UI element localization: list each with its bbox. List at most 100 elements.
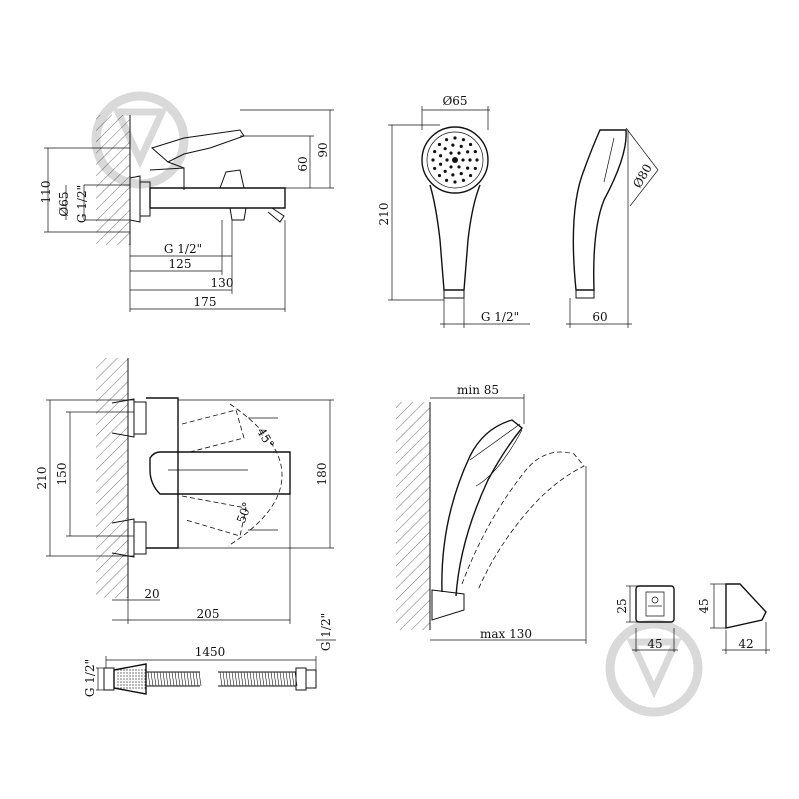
- hose-coil-line: [291, 671, 295, 687]
- dim-bracket-25: 25: [615, 598, 629, 613]
- hose-coil-line: [243, 671, 247, 687]
- nozzle-dot: [449, 165, 453, 169]
- cone-dot: [129, 672, 131, 674]
- hose-coil-line: [294, 671, 298, 687]
- cone-dot: [129, 675, 131, 677]
- mixer-side-view: [96, 115, 286, 245]
- cone-dot: [117, 669, 119, 671]
- cone-dot: [126, 675, 128, 677]
- hose-coil-line: [147, 671, 151, 687]
- cone-dot: [117, 675, 119, 677]
- cone-dot: [132, 675, 134, 677]
- hose-coil-line: [219, 671, 223, 687]
- cone-dot: [135, 675, 137, 677]
- nozzle-dot: [459, 172, 463, 176]
- cone-dot: [135, 669, 137, 671]
- cone-dot: [141, 675, 143, 677]
- dim-front-205: 205: [197, 607, 220, 621]
- cone-dot: [138, 687, 140, 689]
- nozzle-dot: [457, 151, 461, 155]
- nozzle-dot: [457, 165, 461, 169]
- dim-shower-depth: 60: [592, 310, 607, 324]
- dim-front-210: 210: [35, 467, 49, 490]
- dim-front-150: 150: [55, 463, 69, 486]
- dim-angle-45: 45°: [254, 425, 277, 450]
- dim-130: 130: [211, 276, 234, 290]
- cone-dot: [135, 672, 137, 674]
- cone-dot: [138, 669, 140, 671]
- dim-shower-thread: G 1/2": [481, 310, 519, 324]
- cone-dot: [129, 681, 131, 683]
- hose-coil-line: [261, 671, 265, 687]
- cone-dot: [120, 681, 122, 683]
- hose-coil-line: [264, 671, 268, 687]
- hose-coil-line: [273, 671, 277, 687]
- cone-dot: [120, 678, 122, 680]
- cone-dot: [123, 669, 125, 671]
- cone-dot: [132, 669, 134, 671]
- hose-coil-line: [222, 671, 226, 687]
- hose-coil-line: [180, 671, 184, 687]
- cone-dot: [144, 678, 146, 680]
- cone-dot: [132, 681, 134, 683]
- cone-dot: [132, 672, 134, 674]
- dim-110: 110: [39, 181, 53, 204]
- hose-coil-line: [174, 671, 178, 687]
- hose-coil-line: [252, 671, 256, 687]
- dim-shower-height: 210: [377, 203, 391, 226]
- hose-coil-line: [246, 671, 250, 687]
- hose-coil-line: [270, 671, 274, 687]
- cone-dot: [126, 672, 128, 674]
- hose-coil-line: [186, 671, 190, 687]
- dim-shower-head-diameter: Ø80: [630, 162, 655, 191]
- cone-dot: [117, 678, 119, 680]
- cone-dot: [123, 678, 125, 680]
- cone-dot: [138, 672, 140, 674]
- nozzle-dot: [444, 138, 449, 142]
- nozzle-dot: [475, 158, 479, 162]
- dim-60: 60: [296, 156, 310, 171]
- cone-dot: [120, 675, 122, 677]
- wall-hatch: [96, 115, 130, 245]
- nozzle-dot: [439, 162, 443, 166]
- cone-dot: [126, 687, 128, 689]
- cone-dot: [135, 687, 137, 689]
- cone-dot: [117, 684, 119, 686]
- nozzle-dot: [453, 180, 457, 184]
- hose-coil-line: [228, 671, 232, 687]
- nozzle-dot: [461, 178, 466, 182]
- nozzle-dot: [443, 147, 447, 151]
- nozzle-dot: [461, 138, 466, 142]
- cone-dot: [132, 684, 134, 686]
- hose-coil-line: [150, 671, 154, 687]
- dim-bracket-42: 42: [738, 637, 753, 651]
- dim-125: 125: [169, 257, 192, 271]
- bracket-side: 45 42: [697, 583, 770, 654]
- dim-thread-bottom: G 1/2": [164, 242, 202, 256]
- nozzle-dot: [437, 173, 442, 178]
- nozzle-dot: [468, 158, 472, 162]
- mixer-front-view: [96, 358, 291, 598]
- cone-dot: [141, 681, 143, 683]
- dim-holder-min: min 85: [457, 383, 499, 397]
- nozzle-dot: [451, 143, 455, 147]
- hose-coil-line: [225, 671, 229, 687]
- cone-dot: [120, 687, 122, 689]
- wall-hatch-2: [96, 358, 128, 598]
- nozzle-dot: [444, 178, 449, 182]
- cone-dot: [129, 669, 131, 671]
- nozzle-dot: [468, 142, 473, 147]
- hose-coil-line: [177, 671, 181, 687]
- cone-dot: [138, 675, 140, 677]
- hand-shower-front: [421, 126, 489, 299]
- cone-dot: [141, 678, 143, 680]
- cone-dot: [123, 672, 125, 674]
- mixer-front-dimensions: 210 150 180 45° 50° 20 205: [35, 399, 334, 624]
- cone-dot: [120, 684, 122, 686]
- nozzle-dot: [437, 142, 442, 147]
- cone-dot: [135, 684, 137, 686]
- nozzle-dot: [452, 157, 458, 163]
- shower-nozzles: [431, 136, 479, 184]
- nozzle-dot: [459, 144, 463, 148]
- hose-coil-line: [153, 671, 157, 687]
